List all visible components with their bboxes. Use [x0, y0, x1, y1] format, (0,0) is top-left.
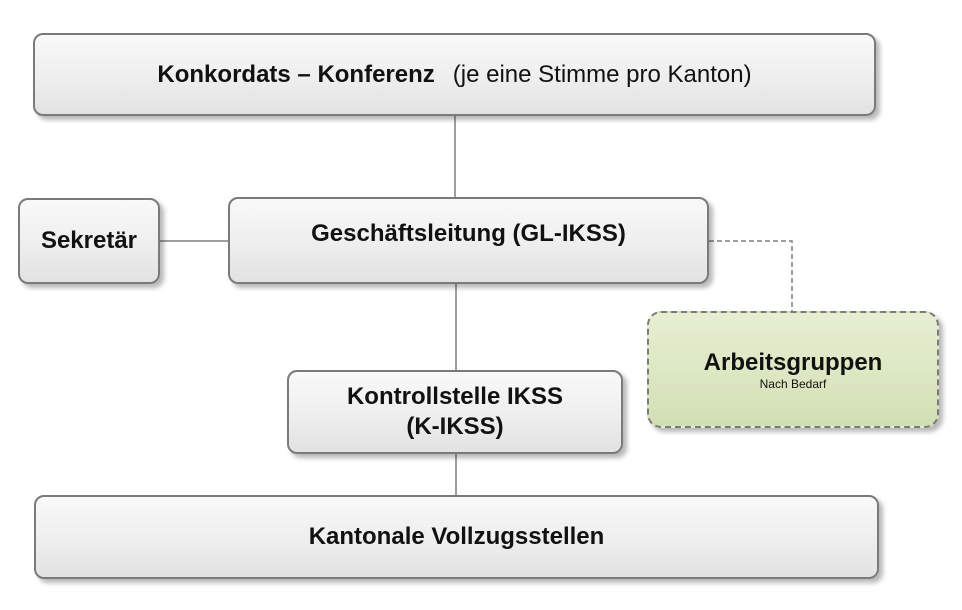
kontrollstelle-line2: (K-IKSS) — [406, 413, 504, 440]
geschaeftsleitung-box: Geschäftsleitung (GL-IKSS) — [228, 197, 709, 284]
arbeitsgruppen-subtitle: Nach Bedarf — [759, 376, 827, 391]
geschaeftsleitung-title: Geschäftsleitung (GL-IKSS) — [311, 220, 626, 247]
connector-gl-arbeitsgruppen — [709, 240, 793, 311]
arbeitsgruppen-box: Arbeitsgruppen Nach Bedarf — [647, 311, 939, 428]
konferenz-title: Konkordats – Konferenz — [157, 60, 435, 88]
vollzugsstellen-box: Kantonale Vollzugsstellen — [34, 495, 879, 579]
sekretaer-title: Sekretär — [40, 227, 138, 254]
konferenz-box: Konkordats – Konferenz (je eine Stimme pr… — [33, 33, 876, 116]
kontrollstelle-box: Kontrollstelle IKSS (K-IKSS) — [287, 370, 623, 454]
sekretaer-box: Sekretär — [18, 198, 160, 284]
konferenz-note: (je eine Stimme pro Kanton) — [452, 60, 752, 88]
kontrollstelle-line1: Kontrollstelle IKSS — [346, 383, 564, 410]
arbeitsgruppen-title: Arbeitsgruppen — [703, 348, 883, 376]
vollzugsstellen-title: Kantonale Vollzugsstellen — [308, 523, 605, 550]
